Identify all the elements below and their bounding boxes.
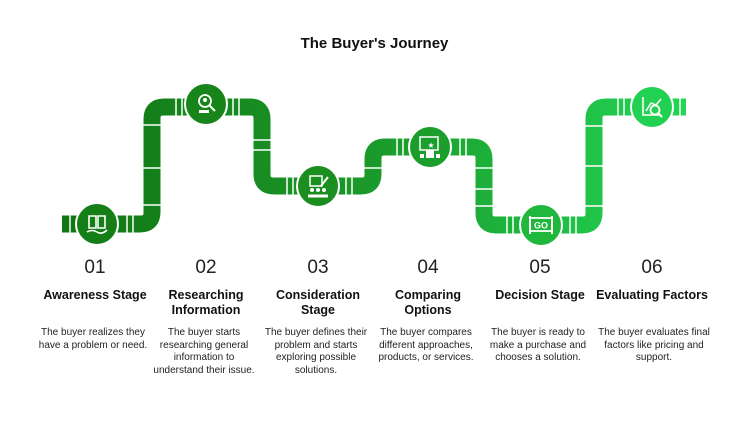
stage-node <box>75 202 119 246</box>
stage-title: Researching Information <box>168 288 244 317</box>
stage-title: Comparing Options <box>395 288 461 317</box>
stage-title: Consideration Stage <box>275 288 361 317</box>
ranking-window-icon: ★ <box>419 136 440 158</box>
stage-description: The buyer starts researching general inf… <box>153 327 255 376</box>
stage-number: 05 <box>529 257 551 278</box>
svg-text:GO: GO <box>534 221 548 231</box>
stage-circle <box>75 202 119 246</box>
stage-node <box>296 164 340 208</box>
stage-node: GO <box>519 203 563 247</box>
open-book-hand-icon <box>86 215 108 234</box>
stage-title: Evaluating Factors <box>596 288 708 302</box>
page-title: The Buyer's Journey <box>300 35 449 52</box>
chart-analysis-icon <box>642 97 663 118</box>
stage-description: The buyer compares different approaches,… <box>378 327 474 363</box>
go-sign-icon: GO <box>529 216 553 234</box>
stage-number: 03 <box>307 257 329 278</box>
stage-number: 01 <box>84 257 106 278</box>
pipe <box>62 98 686 234</box>
stage-description: The buyer defines their problem and star… <box>264 327 368 376</box>
stage-circle <box>184 82 228 126</box>
stage-title: Awareness Stage <box>43 288 147 302</box>
stage-node <box>184 82 228 126</box>
stage-title: Decision Stage <box>495 288 585 302</box>
stage-number: 02 <box>195 257 217 278</box>
person-search-icon <box>198 94 216 113</box>
stage-circle <box>519 203 563 247</box>
stage-description: The buyer realizes they have a problem o… <box>38 327 148 351</box>
stage-description: The buyer evaluates final factors like p… <box>598 327 710 363</box>
stage-number: 04 <box>417 257 439 278</box>
checklist-group-icon <box>308 175 329 198</box>
stage-description: The buyer is ready to make a purchase an… <box>489 327 587 363</box>
stage-node: ★ <box>408 125 452 169</box>
svg-text:★: ★ <box>427 141 434 150</box>
stage-number: 06 <box>641 257 663 278</box>
stage-node <box>630 85 674 129</box>
